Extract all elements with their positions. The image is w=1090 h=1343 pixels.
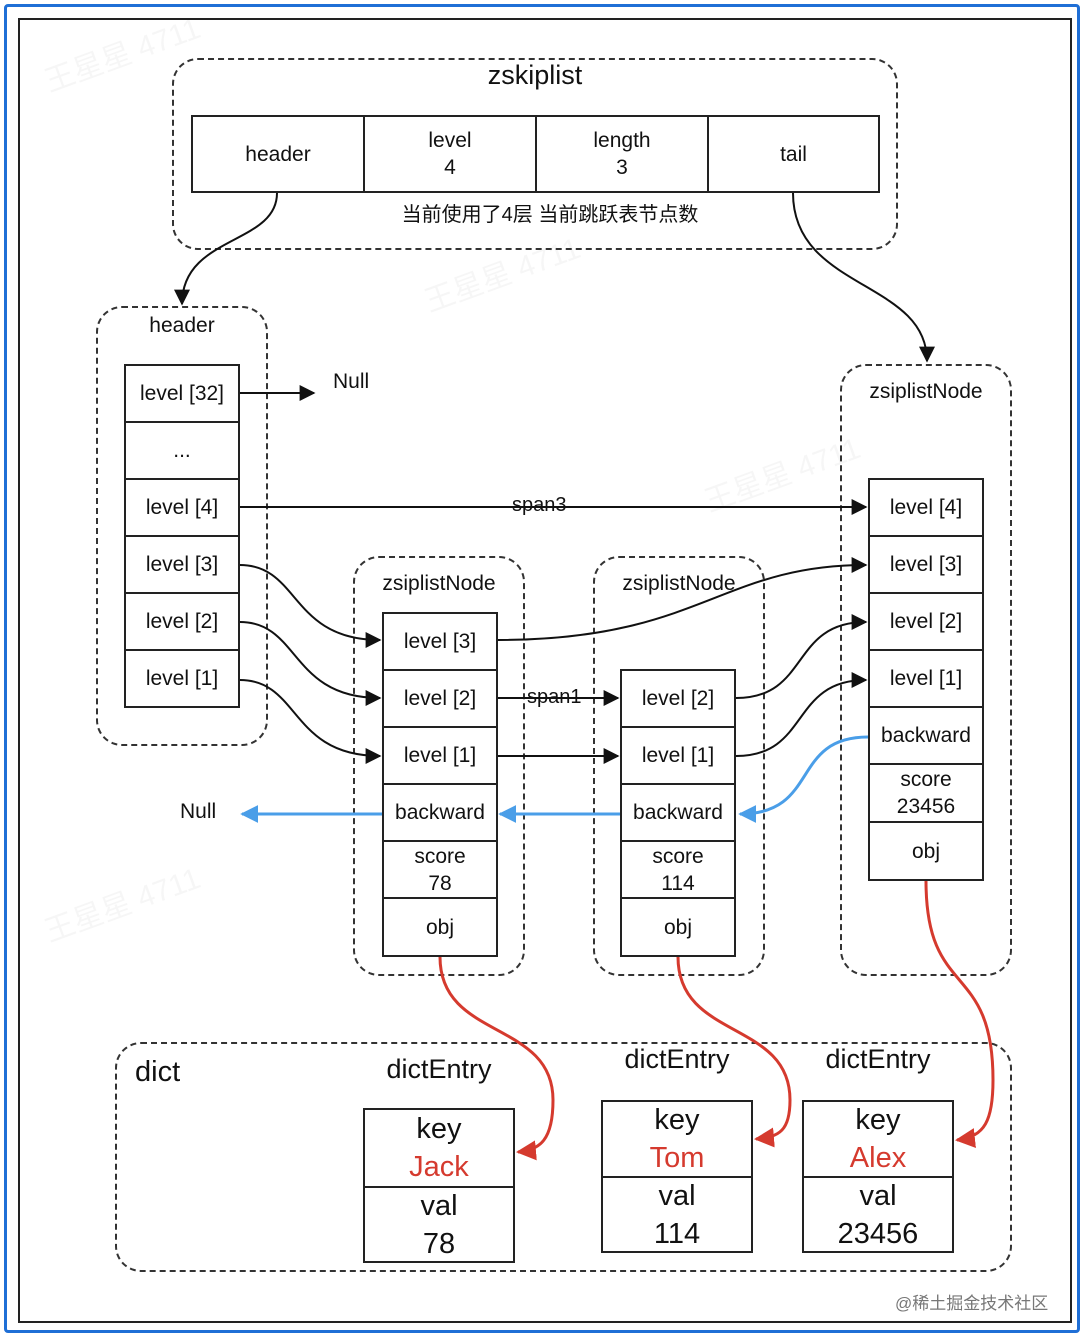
node1-level3-arrow [497, 557, 868, 641]
node-3-obj: obj [868, 821, 984, 881]
node-1-level-3: level [3] [382, 612, 498, 671]
header-level-32: level [32] [124, 364, 240, 423]
node1-obj-arrow [438, 956, 555, 1161]
dict-entry-3-val: val 23456 [802, 1176, 954, 1253]
dict-entry-1-title: dictEntry [386, 1054, 492, 1084]
dict-title: dict [135, 1056, 181, 1088]
node-1-title: zsiplistNode [382, 572, 496, 595]
dict-entry-2-val: val 114 [601, 1176, 753, 1253]
node-3-score: score 23456 [868, 763, 984, 823]
node2-level2-arrow [735, 614, 868, 699]
node-2-level-2: level [2] [620, 669, 736, 728]
header-level-1: level [1] [124, 649, 240, 708]
node-1-obj: obj [382, 897, 498, 957]
header-pointer-arrow [174, 192, 278, 306]
node-1-level-1: level [1] [382, 726, 498, 785]
zskiplist-note: 当前使用了4层 当前跳跃表节点数 [401, 204, 699, 226]
node-1-level-2: level [2] [382, 669, 498, 728]
header-group [96, 306, 268, 746]
zskiplist-header-field: header [191, 115, 365, 193]
dict-entry-3-title: dictEntry [825, 1044, 931, 1074]
dict-entry-3-key: key Alex [802, 1100, 954, 1178]
node2-level1-arrow [735, 672, 868, 757]
tail-backward-arrow [738, 735, 869, 823]
node-2-obj: obj [620, 897, 736, 957]
node-3-group [840, 364, 1012, 976]
node-1-group [353, 556, 525, 976]
dict-entry-1-val: val 78 [363, 1186, 515, 1263]
header-null-label: Null [333, 370, 370, 393]
inner-frame [18, 18, 1072, 1323]
header-level-ellipsis: ... [124, 421, 240, 480]
zskiplist-tail-field: tail [707, 115, 880, 193]
node-2-level-1: level [1] [620, 726, 736, 785]
node-2-backward: backward [620, 783, 736, 842]
node-1-score: score 78 [382, 840, 498, 899]
dict-group [115, 1042, 1012, 1272]
source-watermark: @稀土掘金技术社区 [895, 1294, 1049, 1313]
span3-label: span3 [510, 494, 569, 517]
zskiplist-group [172, 58, 898, 250]
outer-frame [4, 4, 1080, 1333]
node-2-score: score 114 [620, 840, 736, 899]
header-level1-arrow [239, 679, 382, 764]
header-level3-arrow [239, 564, 382, 648]
node3-obj-arrow [924, 880, 995, 1149]
node-3-level-4: level [4] [868, 478, 984, 537]
dict-entry-2-key: key Tom [601, 1100, 753, 1178]
node-1-backward: backward [382, 783, 498, 842]
header-level-3: level [3] [124, 535, 240, 594]
node-2-title: zsiplistNode [622, 572, 736, 595]
dict-entry-2-title: dictEntry [624, 1044, 730, 1074]
node2-obj-arrow [676, 956, 792, 1148]
tail-pointer-arrow [792, 192, 935, 363]
backward-null-label: Null [180, 800, 217, 823]
header-title: header [149, 314, 215, 337]
header-level2-arrow [239, 621, 382, 706]
node-3-title: zsiplistNode [869, 380, 983, 403]
zskiplist-title: zskiplist [487, 60, 583, 90]
